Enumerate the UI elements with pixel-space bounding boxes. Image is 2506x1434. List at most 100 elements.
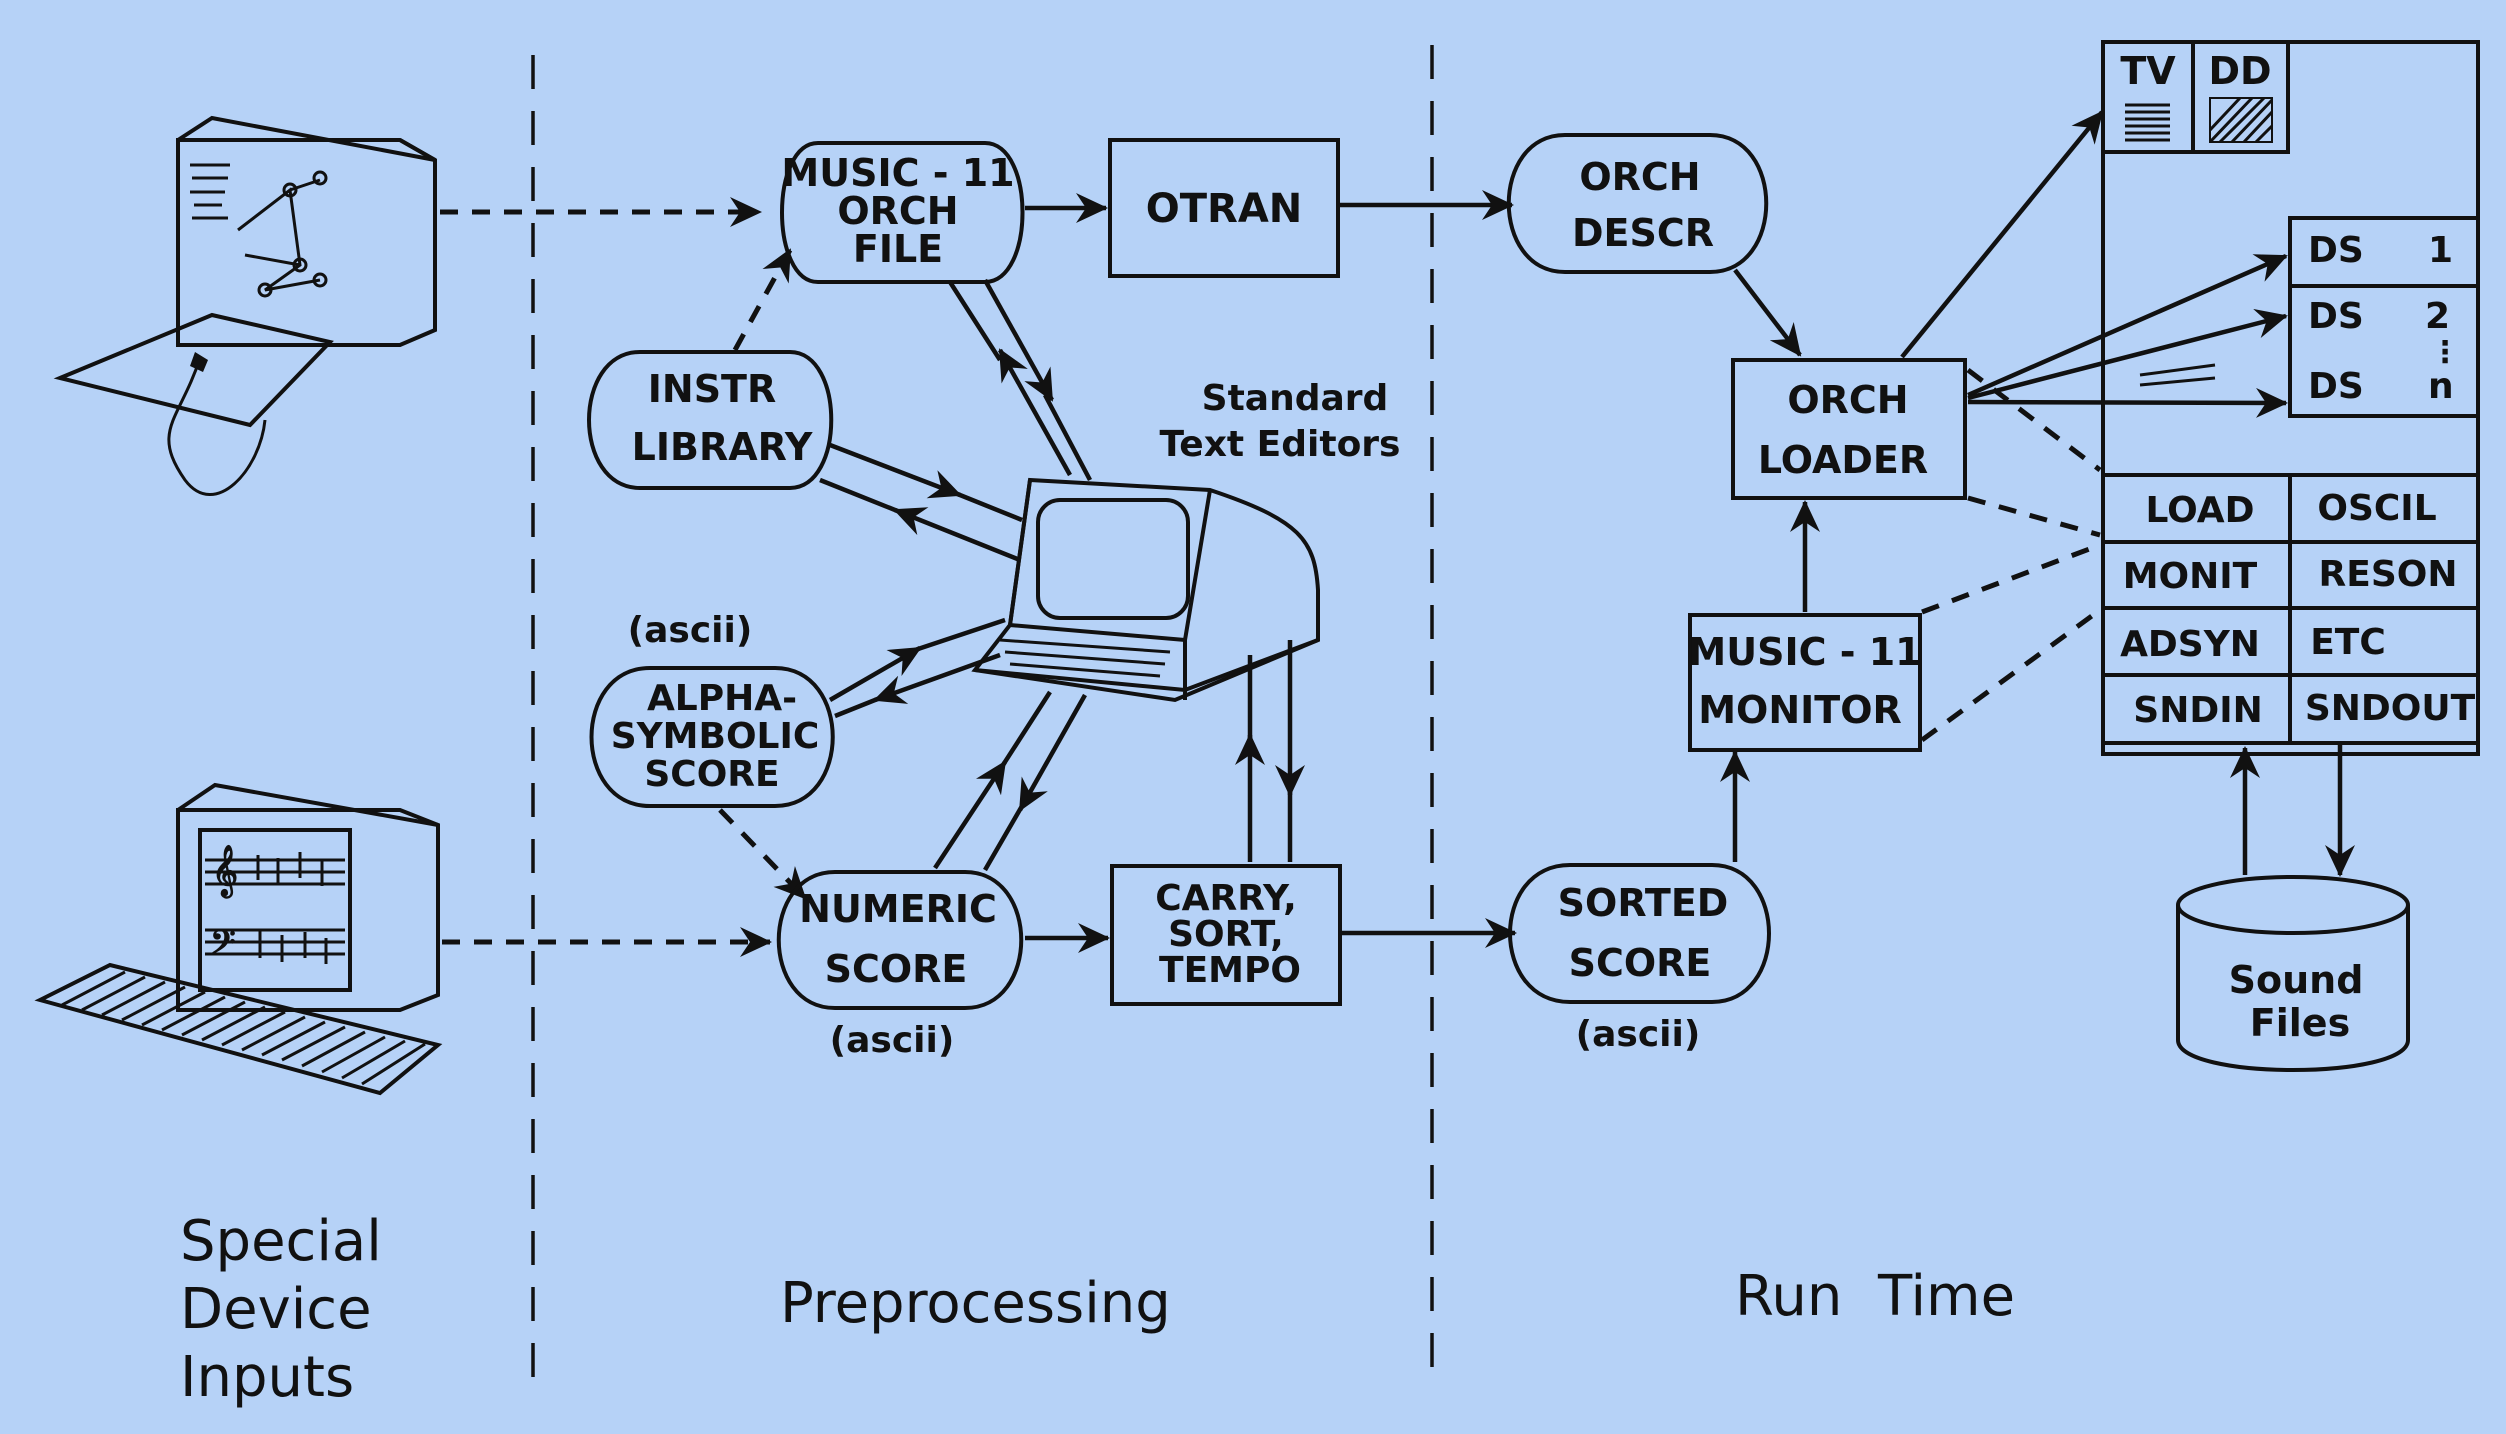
section-inputs-line1: Special xyxy=(180,1209,382,1274)
arrow-orch-descr-to-loader xyxy=(1733,268,1802,357)
ds-fan-lines xyxy=(2139,363,2216,387)
instr-library-node: INSTR LIBRARY xyxy=(587,350,834,490)
arrow-numeric-to-editor-tail xyxy=(1001,690,1052,767)
otran-node: OTRAN xyxy=(1108,138,1340,278)
tv-raster-icon xyxy=(2125,103,2170,142)
tv-label: TV xyxy=(2120,49,2176,93)
carry-line1: CARRY, xyxy=(1155,878,1297,919)
orch-file-line3: FILE xyxy=(853,227,943,271)
carry-line2: SORT, xyxy=(1168,914,1284,955)
arrow-alpha-to-numeric xyxy=(718,808,807,900)
arrow-numeric-to-editor xyxy=(933,760,1007,870)
module-oscil: OSCIL xyxy=(2317,488,2436,529)
editors-label-line2: Text Editors xyxy=(1160,424,1401,465)
carry-sort-tempo-node: CARRY, SORT, TEMPO xyxy=(1110,864,1342,1006)
numeric-score-line1: NUMERIC xyxy=(799,887,997,931)
section-preprocessing: Preprocessing xyxy=(780,1271,1171,1336)
orch-loader-node: ORCH LOADER xyxy=(1731,358,1967,500)
dd-label: DD xyxy=(2208,49,2271,93)
ascii-alpha-label: (ascii) xyxy=(628,610,753,651)
music11-monitor-node: MUSIC - 11 MONITOR xyxy=(1688,613,1922,752)
ds1-label: DS xyxy=(2308,230,2364,271)
orch-file-line2: ORCH xyxy=(837,189,958,233)
instr-library-line1: INSTR xyxy=(648,367,777,411)
arrow-loader-to-dsn xyxy=(1967,387,2288,418)
arrow-alpha-to-editor-tail xyxy=(914,617,1006,653)
ascii-sorted-label: (ascii) xyxy=(1576,1014,1701,1055)
module-sndout: SNDOUT xyxy=(2305,688,2476,729)
orch-descr-line2: DESCR xyxy=(1572,211,1714,255)
arrow-editor-to-instr xyxy=(893,507,1021,563)
svg-text:𝄢: 𝄢 xyxy=(210,924,236,970)
dsn-label: DS xyxy=(2308,366,2364,407)
arrow-orch-file-to-editor xyxy=(983,278,1054,402)
monitor-line1: MUSIC - 11 xyxy=(1688,630,1921,674)
arrow-loader-to-ds1 xyxy=(1967,253,2288,398)
svg-text:𝄞: 𝄞 xyxy=(212,845,238,899)
arrow-loader-to-tv xyxy=(1900,110,2104,359)
arrow-instr-to-orch-file xyxy=(732,248,793,352)
ds-ellipsis: ⋮ xyxy=(2430,335,2460,370)
sorted-score-line2: SCORE xyxy=(1569,941,1712,985)
module-etc: ETC xyxy=(2310,622,2386,663)
section-runtime: Run Time xyxy=(1735,1264,2015,1329)
numeric-score-node: NUMERIC SCORE xyxy=(776,870,1024,1010)
alpha-score-line3: SCORE xyxy=(644,754,779,795)
module-load: LOAD xyxy=(2145,490,2254,531)
arrow-editor-to-orch-file-tail xyxy=(948,280,1002,362)
alpha-score-line1: ALPHA- xyxy=(647,678,797,719)
ds2-label: DS xyxy=(2308,296,2364,337)
dotted-loader-to-modules-b xyxy=(1967,495,2101,538)
arrow-instr-to-editor-tail xyxy=(954,490,1023,523)
section-inputs-line3: Inputs xyxy=(180,1345,354,1410)
text-editor-terminal-icon xyxy=(971,477,1320,703)
sound-files-line1: Sound xyxy=(2229,958,2364,1002)
music11-orch-file-node: MUSIC - 11 ORCH FILE xyxy=(780,141,1025,284)
orch-file-line1: MUSIC - 11 xyxy=(781,151,1014,195)
ds1-number: 1 xyxy=(2428,230,2453,271)
instr-library-line2: LIBRARY xyxy=(632,425,813,469)
sorted-score-line1: SORTED xyxy=(1558,881,1729,925)
orch-descr-node: ORCH DESCR xyxy=(1506,133,1769,274)
module-adsyn: ADSYN xyxy=(2120,624,2260,665)
arrow-instr-to-editor xyxy=(829,442,962,499)
editors-label-line1: Standard xyxy=(1202,378,1389,419)
runtime-system-panel: TV DD DS 1 DS 2 ⋮ DS n LOAD OSCIL MONIT … xyxy=(2101,40,2480,756)
numeric-score-line2: SCORE xyxy=(825,947,968,991)
arrow-editor-to-numeric xyxy=(1018,693,1087,812)
arrow-loader-to-ds2 xyxy=(1967,308,2288,401)
dd-hatch-icon xyxy=(2208,96,2274,144)
carry-line3: TEMPO xyxy=(1159,950,1301,991)
dotted-loader-to-modules-a xyxy=(1966,368,2102,472)
arrow-orch-file-to-editor-tail xyxy=(1043,393,1092,482)
arrow-editor-to-orch-file xyxy=(998,348,1072,477)
sound-files-node: Sound Files xyxy=(2176,875,2410,1072)
module-reson: RESON xyxy=(2319,554,2458,595)
dotted-monitor-to-modules-b xyxy=(1920,607,2102,743)
orch-loader-line2: LOADER xyxy=(1758,438,1928,482)
arrow-alpha-to-editor xyxy=(828,646,922,702)
music-keyboard-terminal-icon: 𝄞 𝄢 xyxy=(34,782,443,1096)
arrow-editor-to-numeric-tail xyxy=(983,804,1024,872)
alpha-score-line2: SYMBOLIC xyxy=(611,716,820,757)
graphics-terminal-icon xyxy=(53,115,437,496)
ascii-numeric-label: (ascii) xyxy=(830,1020,955,1061)
arrow-editor-to-alpha-tail xyxy=(834,695,881,719)
sound-files-line2: Files xyxy=(2250,1001,2350,1045)
monitor-line2: MONITOR xyxy=(1698,688,1902,732)
dsn-number: n xyxy=(2428,366,2454,407)
ds2-number: 2 xyxy=(2425,296,2450,337)
section-inputs-line2: Device xyxy=(180,1277,372,1342)
module-monit: MONIT xyxy=(2123,556,2258,597)
sorted-score-node: SORTED SCORE xyxy=(1508,863,1771,1004)
otran-label: OTRAN xyxy=(1146,186,1303,232)
module-sndin: SNDIN xyxy=(2133,690,2262,731)
orch-loader-line1: ORCH xyxy=(1787,378,1908,422)
dotted-monitor-to-modules-a xyxy=(1921,542,2101,615)
arrow-editor-to-alpha xyxy=(873,652,1001,704)
arrow-editor-to-instr-tail xyxy=(819,477,901,515)
orch-descr-line1: ORCH xyxy=(1579,155,1700,199)
alpha-symbolic-score-node: ALPHA- SYMBOLIC SCORE xyxy=(589,666,835,808)
